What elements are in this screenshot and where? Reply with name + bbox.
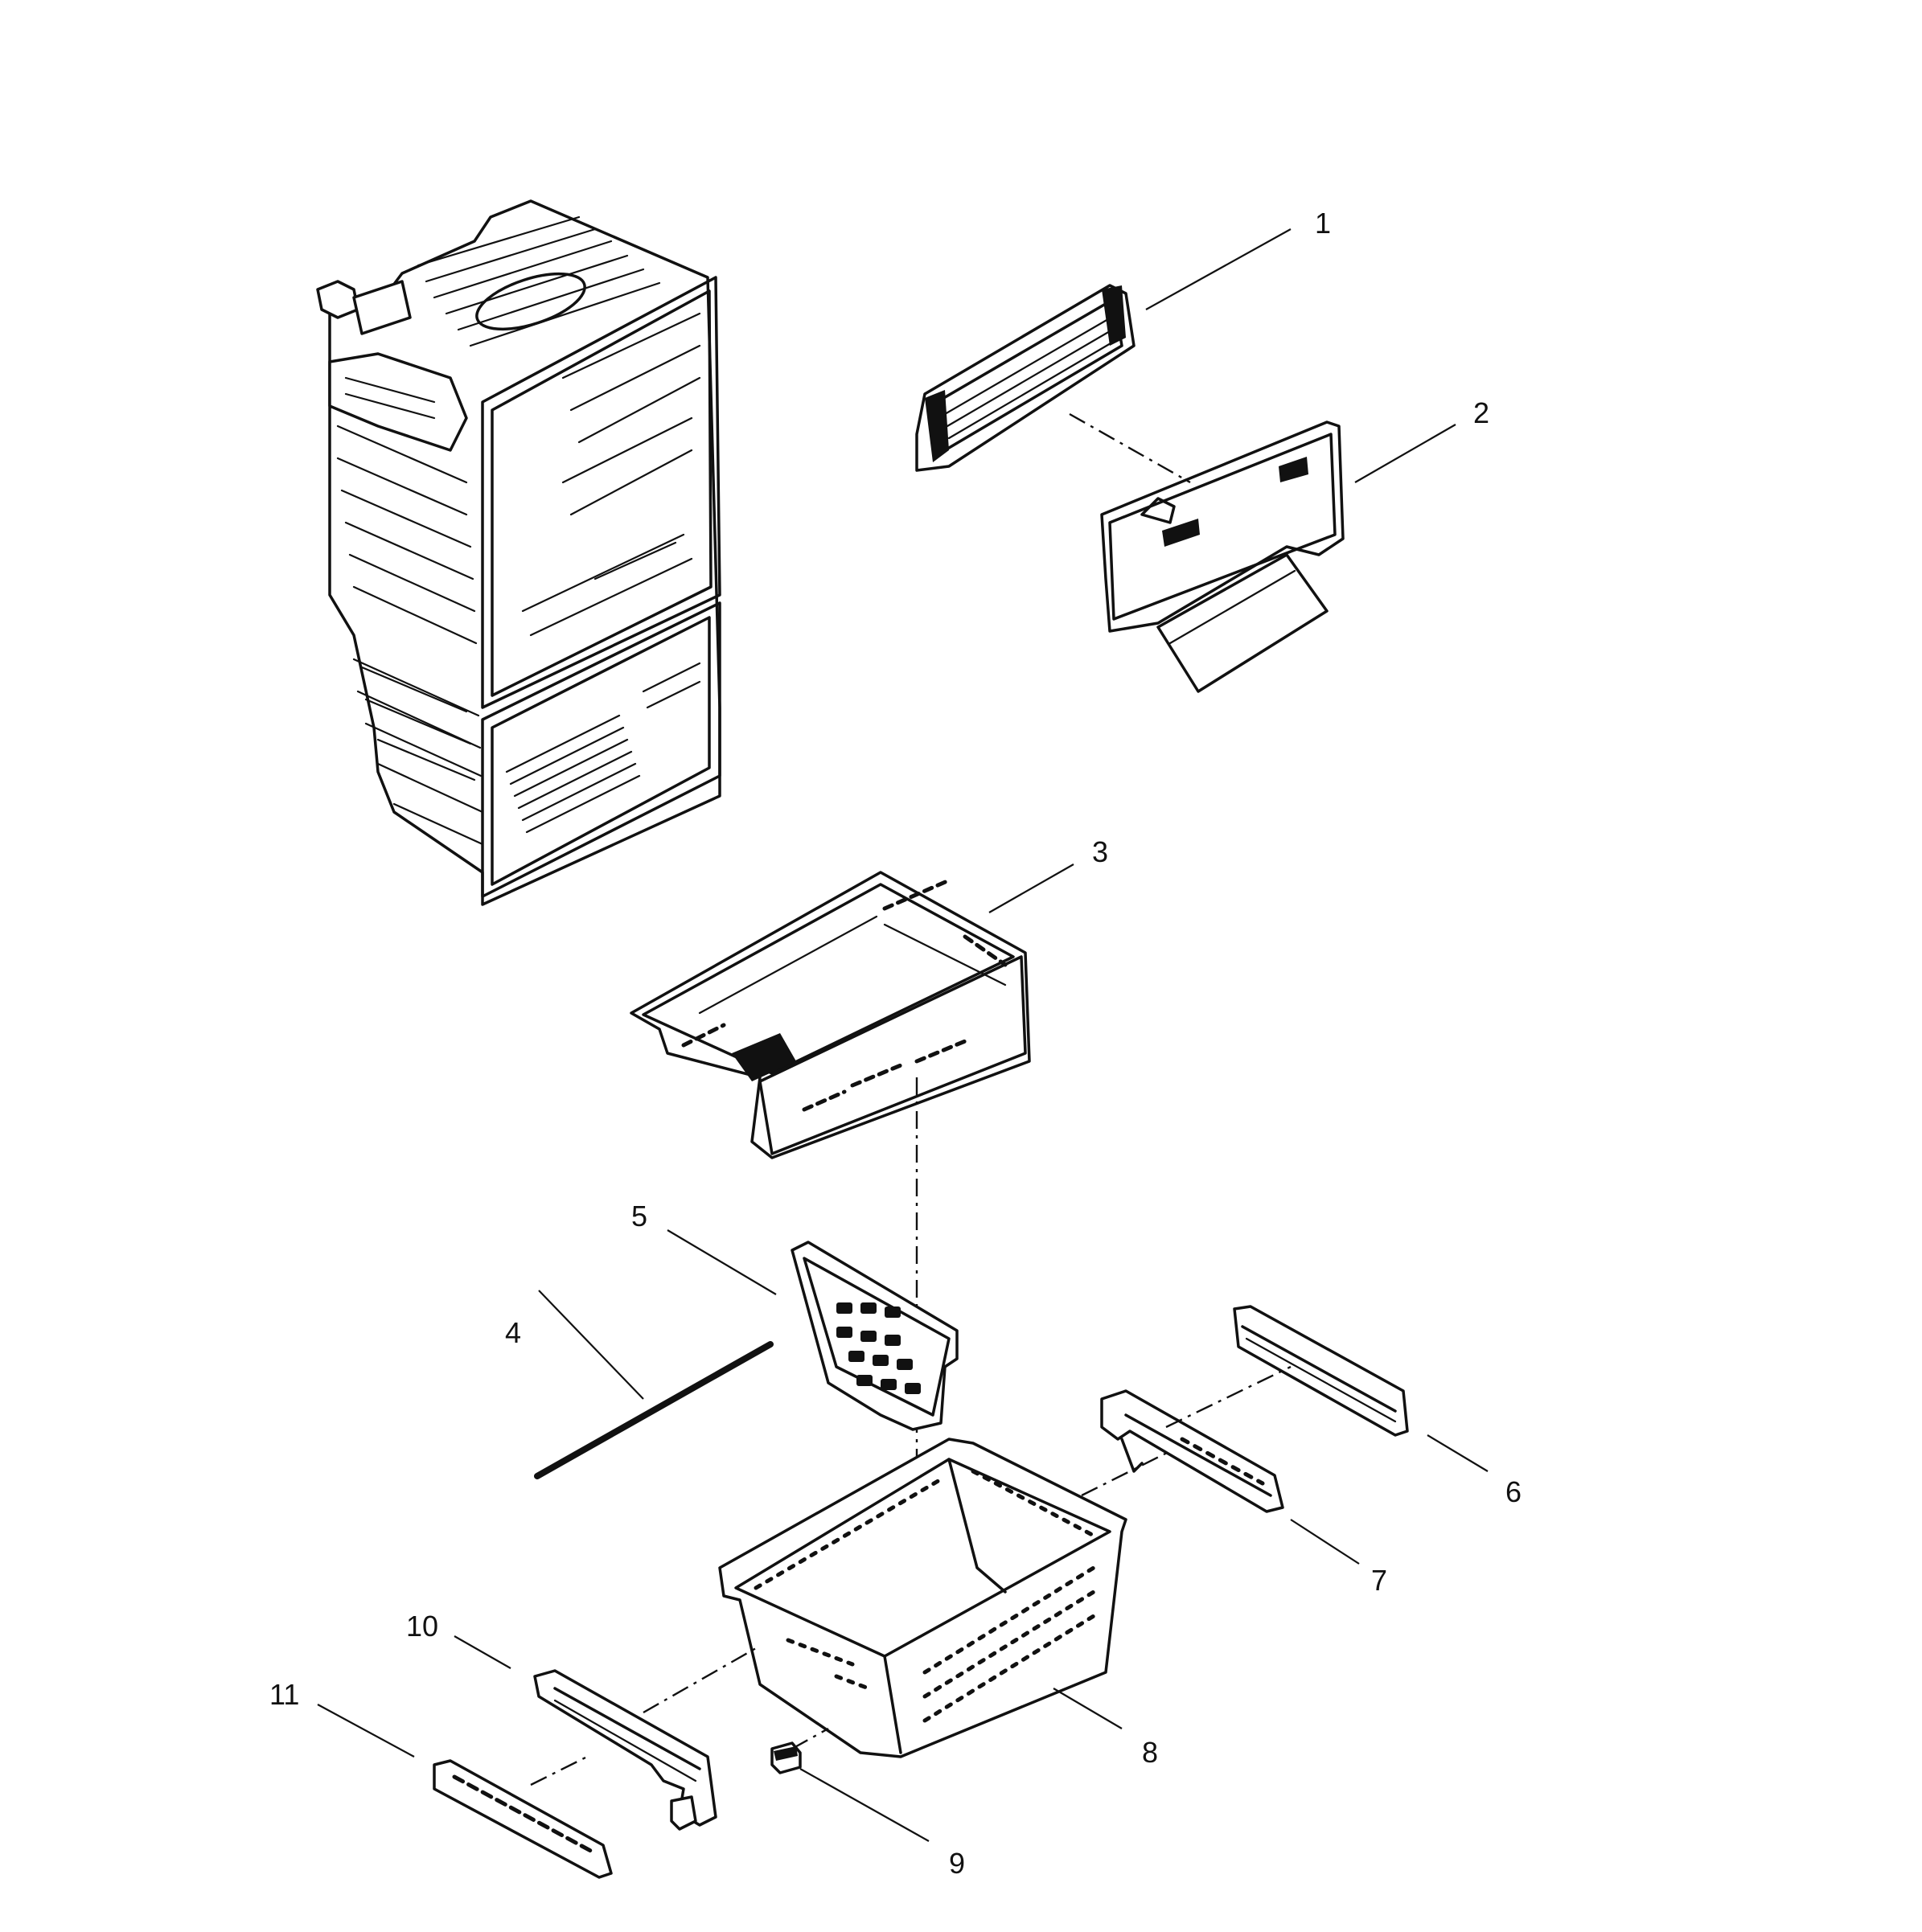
callout-11: 11	[269, 1678, 299, 1711]
part-5-divider	[791, 1241, 959, 1431]
cabinet-hinge-bracket	[316, 280, 468, 452]
cabinet-top-ribs	[417, 215, 661, 347]
part-7-slide-rail	[1100, 1389, 1284, 1513]
lower-compartment-interior	[505, 662, 701, 834]
callout-5: 5	[631, 1200, 647, 1233]
assembly-line-1-2	[1069, 412, 1191, 484]
assembly-line-7-8	[1081, 1450, 1171, 1497]
part-8-vent-slots	[754, 1469, 1096, 1723]
callout-labels: 1 2 3 4 5 6 7 8 9 10 11	[269, 207, 1522, 1880]
callout-1: 1	[1315, 207, 1331, 240]
callout-3: 3	[1092, 835, 1108, 868]
part-1-evaporator-assembly	[915, 284, 1136, 472]
lower-compartment-frame	[481, 601, 721, 898]
assembly-line-10-11	[530, 1755, 588, 1786]
part-5-grid-holes	[836, 1302, 921, 1394]
cabinet-liner	[316, 199, 721, 906]
callout-4: 4	[505, 1316, 521, 1349]
upper-compartment-interior	[521, 312, 701, 637]
leader-lines	[317, 228, 1489, 1842]
part-6-rail	[1233, 1305, 1409, 1437]
part-2-evaporator-cover	[1100, 420, 1345, 693]
part-11-rail-cover	[433, 1759, 613, 1879]
part-10-slide-rail	[533, 1669, 717, 1831]
callout-10: 10	[406, 1610, 438, 1643]
part-8-basket	[718, 1438, 1127, 1758]
cabinet-side-ribs	[336, 425, 484, 846]
callout-2: 2	[1473, 396, 1489, 429]
assembly-line-8-9	[791, 1727, 829, 1750]
callout-7: 7	[1371, 1564, 1387, 1597]
part-3-vent-slots	[681, 878, 1008, 1112]
part-4-rod	[534, 1341, 774, 1479]
upper-compartment-frame	[481, 276, 721, 709]
callout-8: 8	[1142, 1736, 1158, 1769]
callout-6: 6	[1505, 1475, 1522, 1508]
part-3-upper-drawer	[630, 871, 1031, 1159]
part-9-stopper	[770, 1741, 802, 1774]
assembly-line-8-10	[643, 1647, 757, 1714]
assembly-line-6-7	[1165, 1365, 1292, 1429]
callout-9: 9	[949, 1847, 965, 1880]
